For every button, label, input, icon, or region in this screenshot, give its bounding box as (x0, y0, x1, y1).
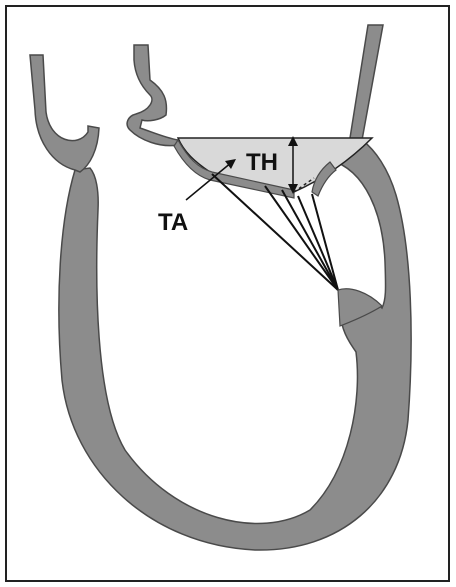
left-ventricle-wall (59, 25, 411, 550)
label-th: TH (246, 149, 278, 176)
left-vessel (30, 55, 99, 172)
chord-5 (312, 194, 338, 290)
chord-3 (282, 190, 338, 290)
atrial-limb (127, 45, 178, 146)
chord-2 (265, 186, 338, 290)
label-ta: TA (158, 209, 188, 236)
